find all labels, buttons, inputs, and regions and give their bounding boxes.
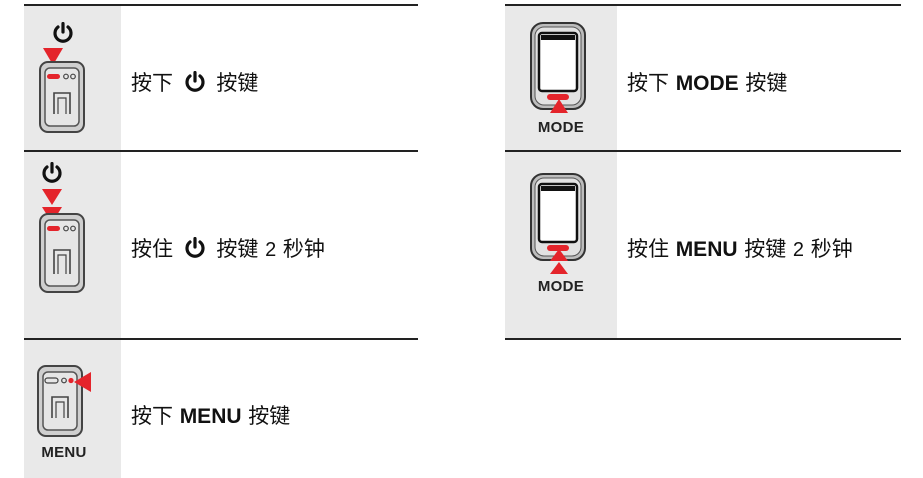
action-text: 按下 xyxy=(627,71,669,95)
action-text: 按住 xyxy=(627,237,669,261)
icon-cell xyxy=(24,152,121,338)
device-side-icon xyxy=(37,365,83,437)
power-icon xyxy=(53,22,73,43)
icon-cell: MODE xyxy=(505,152,617,338)
instruction-text: 按下 按键 xyxy=(131,67,258,97)
duration-unit: 秒钟 xyxy=(282,237,325,261)
duration-number: 2 xyxy=(792,239,805,261)
instruction-text: 按住 按键 2 秒钟 xyxy=(131,233,325,263)
device-side-icon xyxy=(39,213,85,293)
key-word: 按键 xyxy=(744,237,787,261)
arrow-up-icon xyxy=(550,249,568,274)
icon-cell: MODE xyxy=(505,6,617,150)
action-text: 按住 xyxy=(131,237,173,261)
action-text: 按下 xyxy=(131,71,173,95)
divider xyxy=(505,4,901,6)
arrow-left-icon xyxy=(74,372,91,392)
divider xyxy=(24,4,418,6)
device-front-icon xyxy=(530,173,586,261)
device-side-icon xyxy=(39,61,85,133)
key-word: 按键 xyxy=(216,237,259,261)
divider xyxy=(24,150,418,152)
mode-caption: MODE xyxy=(537,119,585,136)
power-icon xyxy=(185,237,205,258)
duration-unit: 秒钟 xyxy=(810,237,853,261)
duration-number: 2 xyxy=(265,239,277,261)
instruction-text: 按下 MODE 按键 xyxy=(627,67,787,97)
divider xyxy=(24,338,418,340)
power-icon xyxy=(42,162,62,183)
key-word: 按键 xyxy=(745,71,788,95)
key-name: MENU xyxy=(675,238,738,261)
divider xyxy=(505,150,901,152)
instruction-text: 按住 MENU 按键 2 秒钟 xyxy=(627,233,853,263)
key-name: MODE xyxy=(675,72,739,95)
key-name: MENU xyxy=(179,405,242,428)
icon-cell: MENU xyxy=(24,340,121,478)
action-text: 按下 xyxy=(131,404,173,428)
device-front-icon xyxy=(530,22,586,110)
arrow-down-icon xyxy=(43,48,63,65)
menu-caption: MENU xyxy=(41,444,87,461)
mode-caption: MODE xyxy=(537,278,585,295)
key-word: 按键 xyxy=(216,71,259,95)
arrow-up-icon xyxy=(550,99,568,113)
instruction-text: 按下 MENU 按键 xyxy=(131,400,290,430)
key-word: 按键 xyxy=(248,404,291,428)
power-icon xyxy=(185,71,205,92)
icon-cell xyxy=(24,6,121,150)
divider xyxy=(505,338,901,340)
